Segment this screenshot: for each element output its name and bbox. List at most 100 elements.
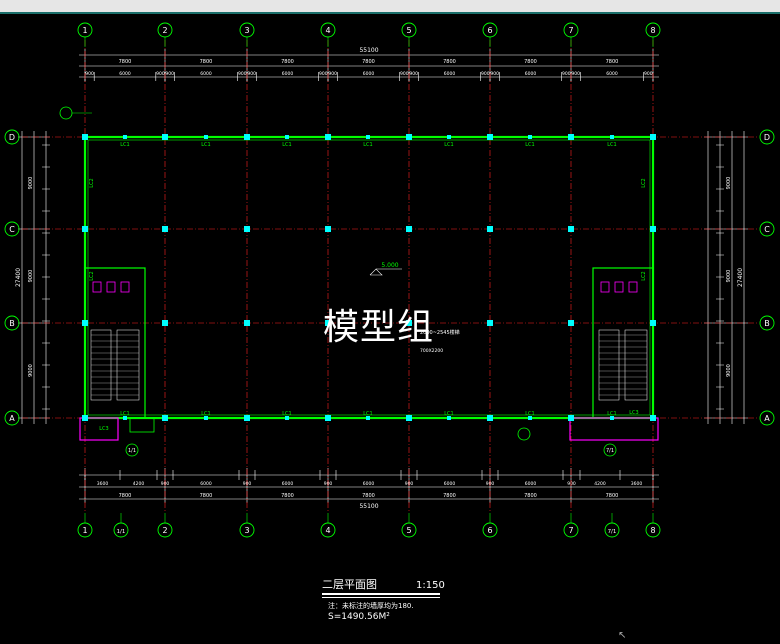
grid-bubble-top-label: 5 <box>406 26 411 35</box>
dim-bay-right: 9000 <box>726 177 732 190</box>
dim-sub-top: 900 <box>562 71 571 77</box>
dim-sub-top: 900 <box>400 71 409 77</box>
column-mid <box>204 135 208 139</box>
grid-bubble-top-label: 1 <box>82 26 87 35</box>
window-label-bottom: LC1 <box>363 411 372 417</box>
plan-title: 二层平面图 <box>322 578 377 591</box>
grid-bubble-secondary-label: 7/1 <box>606 448 614 454</box>
grid-bubble-right <box>759 221 775 237</box>
column <box>162 320 168 326</box>
column <box>325 226 331 232</box>
column-layer <box>82 134 656 421</box>
window-box-left <box>129 417 155 433</box>
dim-sub-top: 900 <box>328 71 337 77</box>
column <box>650 134 656 140</box>
column <box>487 134 493 140</box>
grid-bubble-top-label: 6 <box>487 26 492 35</box>
grid-bubble-bottom-label: 2 <box>162 526 167 535</box>
window-label-top: LC1 <box>607 142 616 148</box>
grid-bubble-right-label: B <box>764 319 770 328</box>
dim-bay-right: 9000 <box>726 270 732 283</box>
window-label-lc3-left: LC3 <box>99 426 108 432</box>
dim-sub-top: 900 <box>85 71 94 77</box>
dim-bay-bottom: 7800 <box>362 493 375 499</box>
column <box>325 320 331 326</box>
dim-total-bottom: 55100 <box>359 503 378 510</box>
section-marker-icon <box>517 427 531 441</box>
dim-sub-top: 6000 <box>444 71 456 77</box>
grid-bubble-top-label: 8 <box>650 26 655 35</box>
dim-sub-top: 6000 <box>200 71 212 77</box>
grid-bubble-secondary <box>125 443 139 457</box>
column-mid <box>610 135 614 139</box>
grid-bubble-left-label: D <box>9 133 15 142</box>
dim-sub-bottom: 3600 <box>631 481 643 487</box>
column <box>650 415 656 421</box>
dim-bay-left: 9000 <box>28 177 34 190</box>
column <box>325 134 331 140</box>
column <box>82 415 88 421</box>
dimension-layer: 55100 7800 7800 7800 7800 7800 7800 7800 900 6000… <box>15 47 748 510</box>
title-block: 二层平面图 1:150 注：未标注的墙厚均为180. S=1490.56M² <box>322 576 445 622</box>
window-top-bar <box>0 0 780 14</box>
title-underline-thin <box>322 597 440 598</box>
column-mid <box>285 135 289 139</box>
wc-fixture-right <box>628 281 638 293</box>
dim-sub-top: 6000 <box>363 71 375 77</box>
dim-sub-top: 6000 <box>525 71 537 77</box>
grid-bubble-top-label: 7 <box>568 26 573 35</box>
grid-bubble-left-label: C <box>9 225 15 234</box>
grid-bubble-bottom-label: 7 <box>568 526 573 535</box>
column <box>244 134 250 140</box>
dim-bay-bottom: 7800 <box>119 493 132 499</box>
column <box>487 415 493 421</box>
dim-bay-bottom: 7800 <box>281 493 294 499</box>
area-value: S=1490.56M² <box>328 612 390 622</box>
top-bar-line <box>0 12 780 14</box>
dim-bay-top: 7800 <box>443 59 456 65</box>
wc-fixture-left <box>106 281 116 293</box>
dim-bay-bottom: 7800 <box>524 493 537 499</box>
dim-sub-bottom: 3600 <box>97 481 109 487</box>
column <box>162 415 168 421</box>
window-label-top: LC1 <box>444 142 453 148</box>
grid-bubble-right-label: C <box>764 225 770 234</box>
column <box>82 320 88 326</box>
grid-bubble-secondary <box>603 443 617 457</box>
grid-bubble-right-label: D <box>764 133 770 142</box>
column-mid <box>123 135 127 139</box>
column-mid <box>610 416 614 420</box>
dim-bay-left: 9000 <box>28 270 34 283</box>
window-label-top: LC1 <box>282 142 291 148</box>
dim-bay-top: 7800 <box>119 59 132 65</box>
grid-bubble-right <box>759 129 775 145</box>
grid-bubble-left <box>4 221 20 237</box>
column <box>82 226 88 232</box>
window-label-bottom: LC1 <box>607 411 616 417</box>
dim-sub-top: 6000 <box>282 71 294 77</box>
dim-sub-top: 900 <box>490 71 499 77</box>
column <box>650 320 656 326</box>
dim-sub-top: 900 <box>238 71 247 77</box>
dim-sub-top: 900 <box>644 71 653 77</box>
column <box>244 226 250 232</box>
window-label-top: LC1 <box>525 142 534 148</box>
cursor-icon: ↖ <box>618 630 627 641</box>
dim-bay-bottom: 7800 <box>443 493 456 499</box>
window-label-lc3-right: LC3 <box>629 410 638 416</box>
column-mid <box>447 416 451 420</box>
plan-note: 注：未标注的墙厚均为180. <box>328 602 414 610</box>
grid-bubble-top-label: 4 <box>325 26 330 35</box>
grid-bubble-left <box>4 129 20 145</box>
grid-bubble-bottom-label: 6 <box>487 526 492 535</box>
window-label-bottom: LC1 <box>282 411 291 417</box>
window-label-side: LC2 <box>89 271 95 280</box>
door-size-note: 700X2200 <box>420 348 443 354</box>
column-mid <box>366 135 370 139</box>
plan-scale: 1:150 <box>416 580 445 591</box>
grid-bubble-bottom-label: 3 <box>244 526 249 535</box>
dim-sub-top: 900 <box>319 71 328 77</box>
dim-bay-left: 9000 <box>28 364 34 377</box>
grid-bubble-bottom-label: 5 <box>406 526 411 535</box>
